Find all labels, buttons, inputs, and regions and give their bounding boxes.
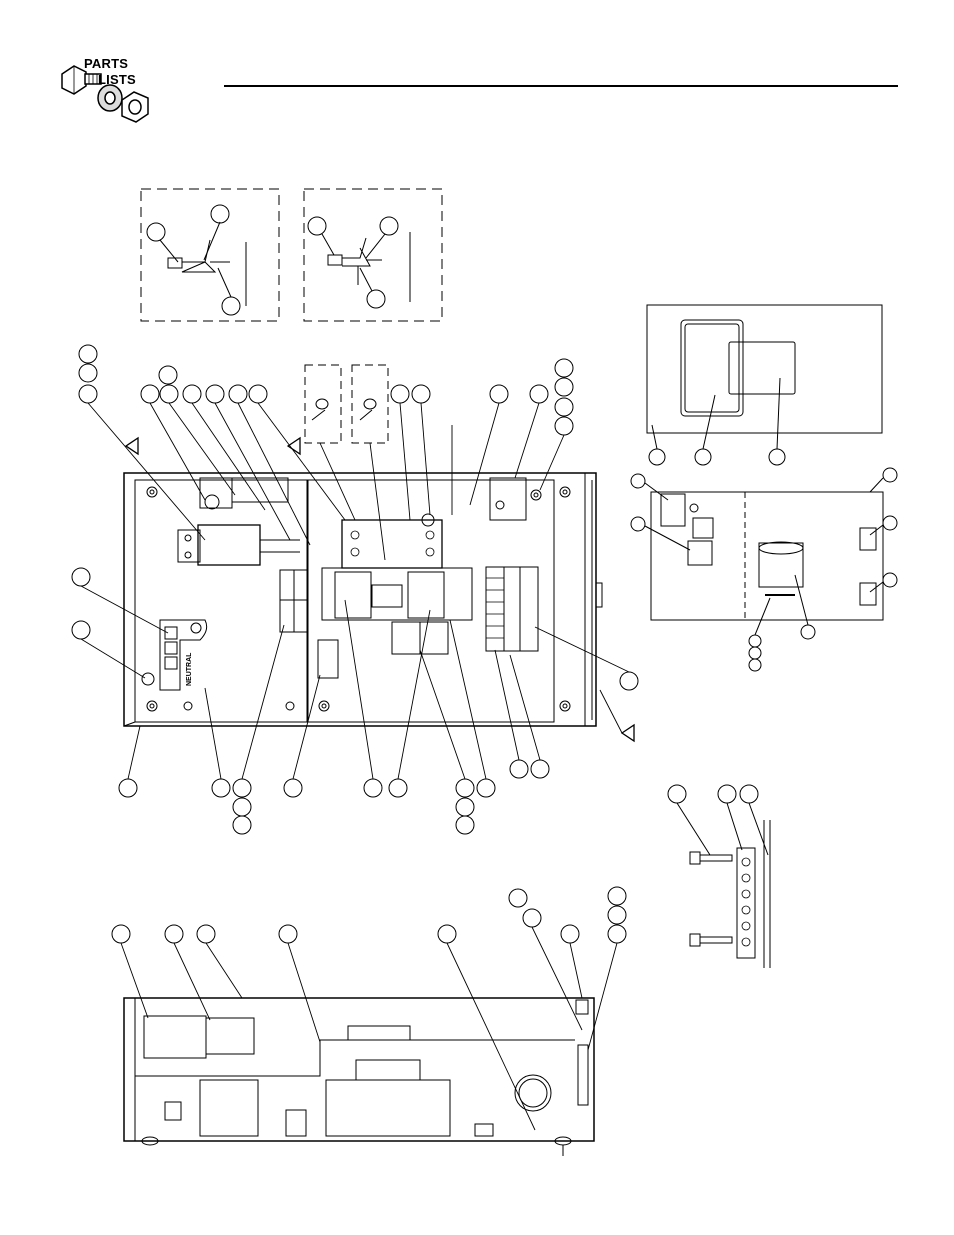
callout-bubbles-side (112, 887, 626, 943)
side-view (124, 998, 594, 1156)
detail-view-right (304, 189, 442, 321)
terminal-strip-detail (668, 785, 770, 968)
detail-view-left (141, 189, 279, 321)
main-panel (124, 473, 602, 726)
neutral-label: NEUTRAL (186, 652, 193, 686)
leader-lines-main (81, 403, 629, 779)
leader-lines-side (121, 927, 617, 1130)
callout-bubbles-main (72, 345, 638, 834)
inner-panel (631, 468, 897, 671)
arrow-marker-icon (126, 438, 634, 741)
inset-details (305, 365, 388, 443)
door-panel (647, 305, 882, 465)
